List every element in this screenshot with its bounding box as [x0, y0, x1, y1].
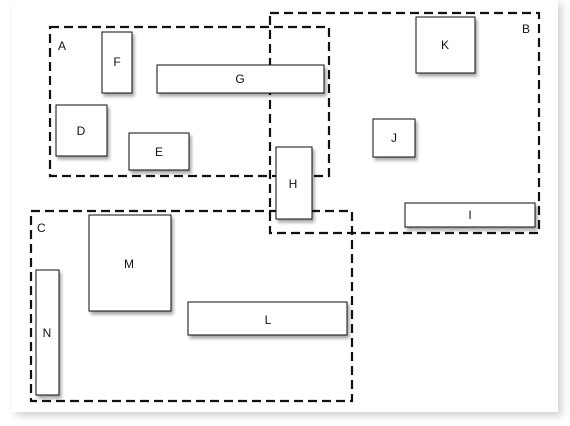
box-i-label: I — [468, 208, 471, 222]
box-f-label: F — [113, 55, 120, 69]
box-g-rect — [156, 64, 325, 94]
box-e-label: E — [155, 145, 163, 159]
box-h-label: H — [289, 177, 298, 191]
box-d: D — [55, 104, 108, 157]
box-k: K — [415, 16, 476, 74]
box-l-label: L — [265, 313, 272, 327]
box-k-rect — [415, 16, 476, 74]
box-m-rect — [88, 214, 172, 312]
box-f: F — [101, 31, 133, 94]
box-g-label: G — [235, 72, 244, 86]
box-j-rect — [372, 118, 416, 158]
box-d-rect — [55, 104, 108, 157]
group-b-border — [268, 11, 541, 235]
group-a: A — [48, 25, 331, 178]
box-n-label: N — [43, 326, 52, 340]
box-j: J — [372, 118, 416, 158]
group-b-label: B — [522, 22, 530, 36]
group-c-border — [29, 209, 354, 403]
box-m-label: M — [124, 257, 134, 271]
box-g: G — [156, 64, 325, 94]
group-a-border — [48, 25, 331, 178]
box-j-label: J — [391, 131, 397, 145]
box-e-rect — [128, 132, 190, 171]
box-l-rect — [187, 301, 348, 336]
group-a-label: A — [58, 39, 66, 53]
box-m: M — [88, 214, 172, 312]
box-f-rect — [101, 31, 133, 94]
group-c: C — [29, 209, 354, 403]
box-i: I — [404, 202, 536, 228]
box-h: H — [275, 146, 313, 220]
box-e: E — [128, 132, 190, 171]
group-c-label: C — [37, 221, 46, 235]
box-n-rect — [35, 269, 60, 396]
box-k-label: K — [441, 38, 449, 52]
box-d-label: D — [77, 124, 86, 138]
box-h-rect — [275, 146, 313, 220]
box-i-rect — [404, 202, 536, 228]
group-b: B — [268, 11, 541, 235]
box-n: N — [35, 269, 60, 396]
box-l: L — [187, 301, 348, 336]
